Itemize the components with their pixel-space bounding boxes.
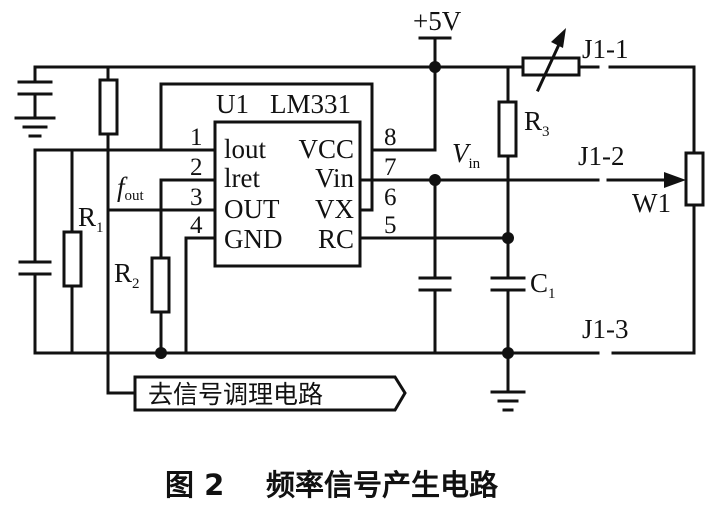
pin8-number: 8: [384, 124, 397, 151]
fout-label: fout: [117, 172, 145, 204]
pin4-number: 4: [190, 212, 203, 239]
potentiometer-w1: [684, 151, 705, 207]
junction-dot: [502, 347, 514, 359]
pin6-number: 6: [384, 184, 397, 211]
chip-part: LM331: [270, 89, 351, 119]
lm331-chip: [213, 120, 362, 268]
j1-3-label: J1-3: [582, 314, 629, 344]
pin6-name: VX: [315, 194, 354, 224]
variable-arrow-line: [536, 36, 564, 92]
j1-2-label: J1-2: [578, 141, 625, 171]
variable-arrow-icon: [551, 28, 566, 48]
pin8-name: VCC: [298, 134, 354, 164]
pin5-name: RC: [318, 224, 354, 254]
j1-1-label: J1-1: [582, 34, 629, 64]
pin1-name: lout: [224, 134, 267, 164]
junction-dot: [429, 61, 441, 73]
output-tag-shape: [133, 375, 407, 412]
junction-dot: [155, 347, 167, 359]
pin1-number: 1: [190, 124, 203, 151]
pin5-number: 5: [384, 212, 397, 239]
chip-ref: U1: [216, 89, 249, 119]
pin4-name: GND: [224, 224, 283, 254]
pin7-name: Vin: [315, 163, 354, 193]
pin2-name: lret: [224, 163, 260, 193]
variable-resistor: [521, 56, 581, 77]
pullup-resistor: [98, 78, 119, 136]
r1-label: R1: [78, 202, 104, 236]
output-tag-label: 去信号调理电路: [148, 380, 323, 409]
pin3-name: OUT: [224, 194, 280, 224]
r3-label: R3: [524, 106, 550, 140]
pin3-number: 3: [190, 184, 203, 211]
supply-label: +5V: [413, 6, 462, 36]
pin2-number: 2: [190, 154, 203, 181]
wiper-arrow-icon: [664, 172, 686, 188]
figure-number: 图 2: [165, 468, 224, 502]
resistor-r1: [62, 230, 83, 288]
figure-title: 频率信号产生电路: [266, 468, 499, 502]
resistor-r2: [150, 256, 171, 314]
c1-label: C1: [530, 268, 556, 302]
pin7-number: 7: [384, 154, 397, 181]
resistor-r3: [497, 100, 518, 158]
w1-label: W1: [632, 188, 671, 218]
r2-label: R2: [114, 258, 140, 292]
vin-label: Vin: [452, 138, 481, 172]
